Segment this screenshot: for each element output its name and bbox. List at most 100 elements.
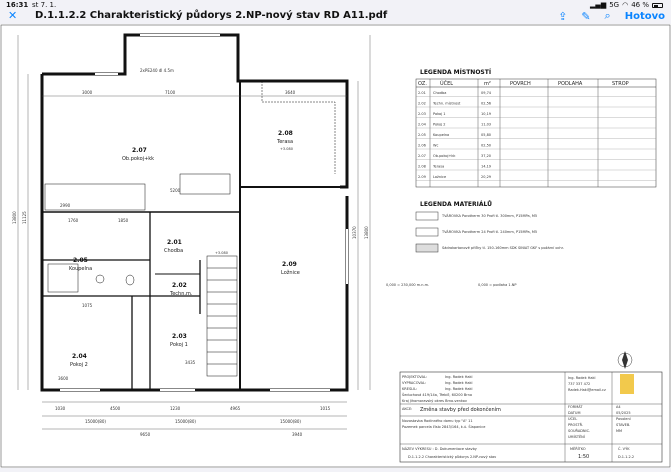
tb-field-label: PROSTŘ. (568, 422, 583, 427)
room-202-name: Techn.m. (169, 291, 193, 297)
room-202-num: 2.02 (172, 282, 187, 289)
legend-cell-oz: 2.06 (418, 144, 426, 148)
tb-vykres: NÁZEV VÝKRESU : D. Dokumentace stavby (402, 446, 477, 451)
material-2: TVÁROVKA Porotherm 24 Profi tl. 240mm, P… (441, 229, 537, 234)
col-ucel: ÚČEL (440, 80, 453, 87)
north-arrow-icon (617, 351, 633, 369)
room-204-num: 2.04 (72, 353, 87, 360)
sheet-frame (0, 24, 671, 468)
col-povrch: POVRCH (510, 81, 531, 87)
col-m2: m² (484, 81, 491, 87)
dim-misc-7: 3600 (58, 376, 69, 381)
material-swatch-1 (415, 211, 439, 221)
wifi-icon: ◠ (622, 1, 629, 9)
material-3: Sádrokartonové příčky tl. 150-160mm SDK … (442, 246, 564, 250)
col-podlaha: PODLAHA (558, 81, 583, 87)
dim-bottom-6: 15000(80) (85, 419, 106, 424)
material-legend: LEGENDA MATERIÁLŮ TVÁROVKA Porotherm 30 … (415, 201, 564, 253)
legend-cell-oz: 2.03 (418, 112, 426, 116)
close-button[interactable]: ✕ (8, 9, 18, 22)
legend-cell-m2: 02,56 (481, 102, 491, 106)
beam-label: 2xPE240 dl 4.5m (140, 68, 174, 73)
dim-bottom-10: 3940 (292, 432, 303, 437)
tb-field-value: MM (616, 429, 622, 433)
search-icon[interactable]: ⌕ (604, 9, 611, 22)
legend-cell-ucel: Koupelna (433, 133, 449, 137)
dim-left-1: 11125 (22, 211, 27, 224)
material-swatch-2 (415, 227, 439, 237)
tb-field-label: SOUŘADNIC. (568, 428, 590, 433)
battery-icon (652, 2, 663, 8)
tb-place: Kraj Jihomoravský okres Brno-venkov (402, 399, 467, 403)
tb-field-label: ÚČEL (568, 416, 577, 421)
dim-right-1: 13800 (364, 226, 369, 239)
scale-note-1: 0,000 = 230,000 m.n.m. (386, 283, 429, 287)
legend-cell-oz: 2.05 (418, 133, 426, 137)
dim-bottom-9: 9650 (140, 432, 151, 437)
legend-cell-oz: 2.01 (418, 91, 426, 95)
legend-cell-m2: 09,74 (481, 91, 492, 95)
building-walls (40, 33, 349, 392)
legend-cell-oz: 2.07 (418, 154, 426, 158)
title-block: PROJEKTOVAL: Ing. Radek Hakl VYPRACOVAL:… (399, 371, 663, 463)
material-legend-title: LEGENDA MATERIÁLŮ (420, 201, 492, 208)
tb-field-value: Povolení (616, 417, 632, 421)
room-209-name: Ložnice (281, 269, 300, 276)
scale-note-2: 0,000 = podlaha 1.NP (478, 283, 516, 287)
legend-cell-m2: 11,03 (481, 123, 491, 127)
done-button[interactable]: Hotovo (624, 10, 665, 22)
tb-name-1: Ing. Radek Hakl (445, 375, 473, 379)
tb-field-label: UMÍSTĚNÍ (568, 434, 585, 439)
dimension-lines (17, 35, 371, 430)
battery-percent: 46 % (631, 1, 649, 9)
legend-cell-oz: 2.02 (418, 102, 426, 106)
room-203-name: Pokoj 1 (170, 342, 188, 348)
legend-cell-m2: 05,80 (481, 133, 491, 137)
room-208-num: 2.08 (278, 130, 293, 137)
room-legend-title: LEGENDA MÍSTNOSTÍ (420, 68, 492, 76)
floor-plan-drawing: 2xPE240 dl 4.5m 3000 7100 3640 2.07 Ob.p… (0, 24, 671, 468)
tb-name-2: Ing. Radek Hakl (445, 381, 473, 385)
signal-icon: ▂▄▆ (590, 1, 607, 9)
dim-bottom-8: 15000(80) (280, 419, 301, 424)
room-205-num: 2.05 (73, 257, 88, 264)
dim-misc-4: 1850 (118, 218, 129, 223)
col-strop: STROP (612, 81, 629, 87)
legend-cell-m2: 20,29 (481, 175, 491, 179)
room-209-num: 2.09 (282, 261, 297, 268)
dim-bottom-5: 1015 (320, 406, 331, 411)
dim-bottom-7: 15000(80) (175, 419, 196, 424)
share-icon[interactable]: ⇪ (558, 9, 568, 23)
pdf-page[interactable]: 2xPE240 dl 4.5m 3000 7100 3640 2.07 Ob.p… (0, 24, 671, 468)
tb-cvyk-value: D.1.1.2.2 (618, 455, 634, 459)
dim-left-2: 13800 (12, 211, 17, 224)
legend-cell-m2: 37,20 (481, 154, 491, 158)
stamp-name: Ing. Radek Hakl (568, 376, 596, 380)
dim-top-1: 3000 (82, 90, 93, 95)
markup-icon[interactable]: ✎ (581, 9, 591, 23)
legend-cell-ucel: Terasa (432, 165, 444, 169)
legend-cell-m2: 02,50 (481, 144, 491, 148)
tb-cvyk-label: Č. VÝK (618, 446, 630, 451)
dim-right-2: 10370 (352, 226, 357, 239)
akce-label: AKCE: (402, 407, 412, 411)
legend-cell-m2: 10,19 (481, 112, 491, 116)
room-207-num: 2.07 (132, 147, 147, 154)
dim-bottom-1: 1030 (55, 406, 66, 411)
dim-bottom-3: 1230 (170, 406, 181, 411)
stamp-line-2: Radek.Hakl@email.cz (568, 388, 606, 392)
document-title: D.1.1.2.2 Charakteristický půdorys 2.NP-… (35, 10, 388, 21)
tb-investor: Šeduchová 419/14a, Třebíč, 60200 Brno (402, 392, 472, 397)
tb-scale-value: 1:50 (578, 454, 589, 460)
tb-field-label: FORMÁT (568, 404, 583, 409)
material-1: TVÁROVKA Porotherm 30 Profi tl. 300mm, P… (441, 213, 537, 218)
status-right: ▂▄▆ 5G ◠ 46 % (590, 1, 663, 9)
akce-title: Změna stavby před dokončením (420, 406, 501, 413)
akce-line-2: Pozemek parcela číslo 2843/164, k.ú. Šla… (402, 424, 485, 429)
level-chodba: +3.080 (215, 251, 228, 255)
status-time: 16:31 (6, 1, 29, 9)
dim-misc-2: 2990 (60, 203, 71, 208)
room-201-name: Chodba (164, 248, 183, 254)
tb-field-value: STAVEB. (616, 423, 630, 427)
dim-top-2: 7100 (165, 90, 176, 95)
